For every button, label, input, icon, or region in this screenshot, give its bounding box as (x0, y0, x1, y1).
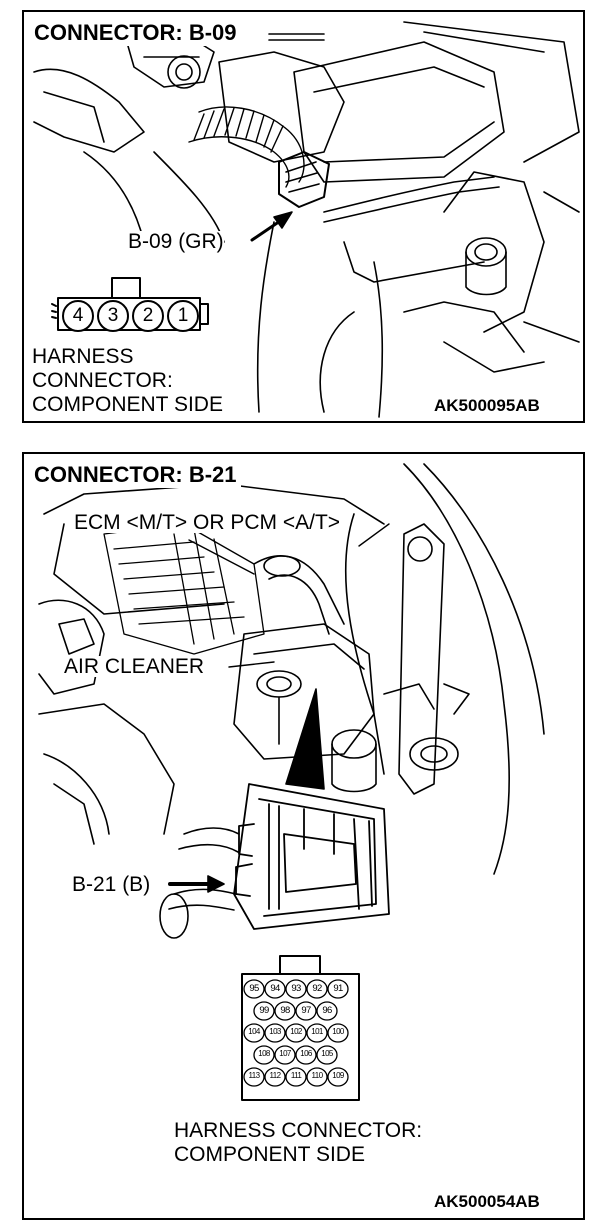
b21-pin-numbers: 95 94 93 92 91 99 98 97 96 104 103 102 1… (24, 454, 583, 1114)
caption-line: COMPONENT SIDE (174, 1143, 365, 1166)
b09-pin-layout: 4 3 2 1 (62, 300, 202, 332)
pin-109: 109 (332, 1071, 344, 1080)
pin-93: 93 (291, 983, 301, 994)
pin-110: 110 (311, 1071, 324, 1080)
connector-callout-label: B-09 (GR) (128, 230, 224, 253)
pin-104: 104 (248, 1027, 260, 1036)
engine-bay-illustration-b21 (38, 463, 545, 1101)
connector-b09-panel: CONNECTOR: B-09 B-09 (GR) 4 3 2 1 HARNES… (22, 10, 585, 423)
pin-105: 105 (321, 1049, 333, 1058)
caption-line: HARNESS CONNECTOR: (174, 1119, 423, 1142)
connector-title: CONNECTOR: B-09 (32, 20, 241, 46)
pin-4: 4 (62, 300, 94, 332)
harness-caption: HARNESS CONNECTOR: COMPONENT SIDE (174, 1119, 422, 1167)
connector-callout-label: B-21 (B) (72, 873, 151, 896)
pin-99: 99 (259, 1005, 269, 1016)
pin-106: 106 (300, 1049, 312, 1058)
air-cleaner-label: AIR CLEANER (64, 655, 205, 678)
pin-107: 107 (279, 1049, 291, 1058)
figure-code: AK500095AB (434, 396, 540, 415)
pin-101: 101 (311, 1027, 323, 1036)
engine-bay-illustration-b09 (33, 21, 580, 418)
connector-title: CONNECTOR: B-21 (32, 462, 241, 488)
pin-100: 100 (332, 1027, 344, 1036)
harness-caption: HARNESS CONNECTOR: COMPONENT SIDE (32, 345, 223, 417)
pin-98: 98 (280, 1005, 290, 1016)
caption-line: CONNECTOR: (32, 369, 173, 392)
pin-92: 92 (312, 983, 322, 994)
caption-line: COMPONENT SIDE (32, 393, 223, 416)
pin-95: 95 (249, 983, 259, 994)
caption-line: HARNESS (32, 345, 134, 368)
pin-112: 112 (269, 1071, 282, 1080)
pin-102: 102 (290, 1027, 302, 1036)
pin-1: 1 (167, 300, 199, 332)
connector-b21-panel: CONNECTOR: B-21 ECM <M/T> OR PCM <A/T> A… (22, 452, 585, 1220)
pin-94: 94 (270, 983, 280, 994)
pin-96: 96 (322, 1005, 332, 1016)
pin-111: 111 (290, 1071, 302, 1080)
pin-113: 113 (248, 1071, 261, 1080)
pin-2: 2 (132, 300, 164, 332)
ecm-pcm-label: ECM <M/T> OR PCM <A/T> (74, 511, 341, 534)
pin-3: 3 (97, 300, 129, 332)
figure-code: AK500054AB (434, 1192, 540, 1211)
pin-108: 108 (258, 1049, 270, 1058)
pin-97: 97 (301, 1005, 311, 1016)
pin-103: 103 (269, 1027, 281, 1036)
pin-91: 91 (333, 983, 343, 994)
